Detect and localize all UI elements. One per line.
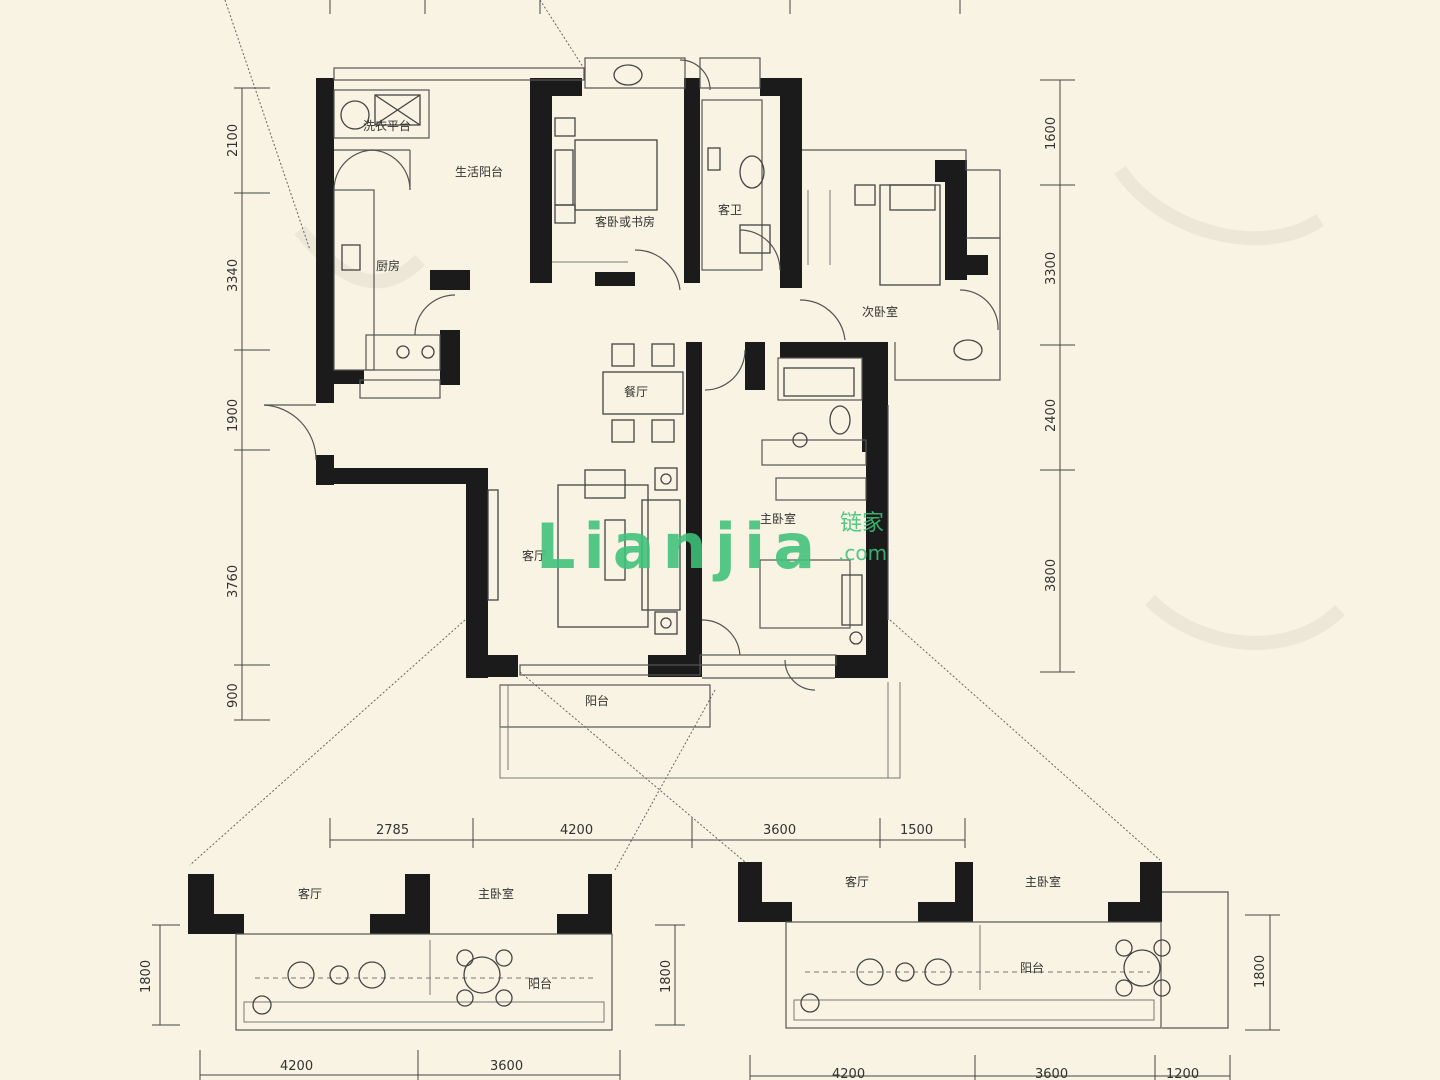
b-balcony-label: 阳台 <box>1020 960 1044 975</box>
top-ticks <box>329 0 961 14</box>
balcony-variant-a: 客厅 主卧室 阳台 1800 1800 4200 3600 <box>139 874 685 1080</box>
dim-left-2: 3340 <box>226 259 241 292</box>
balcony-variant-b: 客厅 主卧室 阳台 1800 4200 3600 1200 <box>738 862 1280 1080</box>
a-width-2: 3600 <box>490 1059 523 1074</box>
dim-bottom-1: 2785 <box>376 823 409 838</box>
label-guest-study: 客卧或书房 <box>595 214 655 229</box>
dim-left-3: 1900 <box>226 399 241 432</box>
label-balcony: 阳台 <box>585 693 609 708</box>
label-second-bedroom: 次卧室 <box>862 304 898 319</box>
dim-right-1: 1600 <box>1044 117 1059 150</box>
left-dimensions: 2100 3340 1900 3760 900 <box>226 87 270 721</box>
dim-bottom-2: 4200 <box>560 823 593 838</box>
watermark-domain: .com <box>838 541 887 565</box>
furniture <box>340 64 983 645</box>
doors <box>263 59 999 691</box>
label-laundry: 洗衣平台 <box>363 118 411 133</box>
a-width-1: 4200 <box>280 1059 313 1074</box>
b-master-label: 主卧室 <box>1025 874 1061 889</box>
watermark-brand: Lianjia <box>536 510 823 583</box>
watermark-cn: 链家 <box>840 511 884 536</box>
lianjia-watermark: Lianjia 链家 .com <box>536 510 887 583</box>
dim-right-4: 3800 <box>1044 559 1059 592</box>
b-width-1: 4200 <box>832 1067 865 1080</box>
label-guest-bath: 客卫 <box>718 202 742 217</box>
right-dimensions: 1600 3300 2400 3800 <box>1040 79 1075 673</box>
main-walls <box>316 78 988 678</box>
label-living: 客厅 <box>522 548 546 563</box>
dim-left-4: 3760 <box>226 565 241 598</box>
label-dining: 餐厅 <box>624 384 648 399</box>
dim-right-3: 2400 <box>1044 399 1059 432</box>
b-width-3: 1200 <box>1166 1067 1199 1080</box>
a-depth-right: 1800 <box>659 960 674 993</box>
a-balcony-label: 阳台 <box>528 976 552 991</box>
dim-left-1: 2100 <box>226 124 241 157</box>
b-depth: 1800 <box>1253 955 1268 988</box>
b-width-2: 3600 <box>1035 1067 1068 1080</box>
a-depth-left: 1800 <box>139 960 154 993</box>
a-master-label: 主卧室 <box>478 886 514 901</box>
dim-bottom-3: 3600 <box>763 823 796 838</box>
bottom-dimensions: 2785 4200 3600 1500 <box>329 818 966 848</box>
background-watermark <box>294 165 1345 650</box>
dim-left-5: 900 <box>226 683 241 708</box>
dim-bottom-4: 1500 <box>900 823 933 838</box>
label-utility-balcony: 生活阳台 <box>455 164 503 179</box>
perspective-guides <box>189 0 1161 871</box>
dim-right-2: 3300 <box>1044 252 1059 285</box>
label-master-bedroom: 主卧室 <box>760 511 796 526</box>
a-living-label: 客厅 <box>298 886 322 901</box>
b-living-label: 客厅 <box>845 874 869 889</box>
label-kitchen: 厨房 <box>376 258 400 273</box>
room-labels: 洗衣平台 生活阳台 客卧或书房 客卫 次卧室 厨房 餐厅 客厅 主卧室 阳台 <box>363 118 898 708</box>
